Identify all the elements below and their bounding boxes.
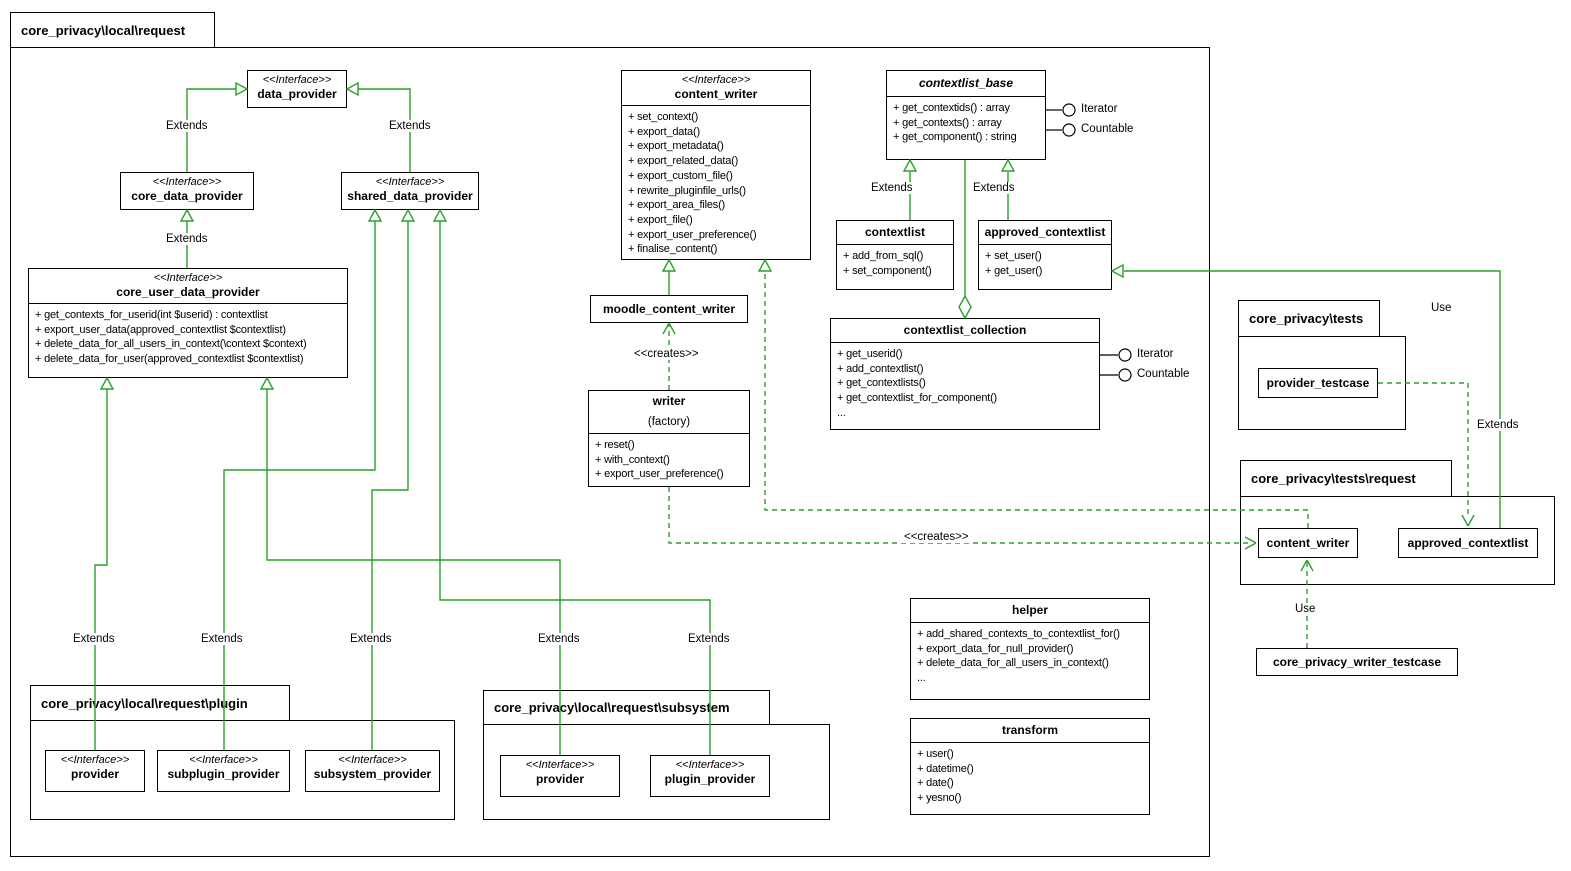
extends-label: Extends (970, 182, 1018, 194)
class-content-writer: <<Interface>> content_writer + set_conte… (621, 70, 811, 260)
class-name: plugin_provider (664, 772, 756, 786)
class-name: core_privacy_writer_testcase (1272, 654, 1442, 669)
extends-label: Extends (163, 233, 211, 245)
class-tests-content-writer: content_writer (1258, 528, 1358, 558)
package-subsystem-title: core_privacy\local\request\subsystem (483, 690, 770, 725)
extends-label: Extends (685, 633, 733, 645)
class-provider-testcase: provider_testcase (1258, 368, 1378, 398)
class-contextlist-collection: contextlist_collection + get_userid() + … (830, 318, 1100, 430)
creates-label: <<creates>> (901, 531, 972, 543)
extends-label: Extends (70, 633, 118, 645)
class-name: helper (1011, 603, 1048, 617)
class-moodle-content-writer: moodle_content_writer (590, 295, 748, 323)
class-name: data_provider (257, 87, 337, 101)
extends-label: Extends (1474, 419, 1522, 431)
class-name: transform (1001, 723, 1058, 737)
method-list: + add_shared_contexts_to_contextlist_for… (911, 622, 1149, 690)
class-name: writer (652, 394, 686, 408)
class-helper: helper + add_shared_contexts_to_contextl… (910, 598, 1150, 700)
package-root-title: core_privacy\local\request (10, 12, 215, 48)
method-list: + get_contextids() : array + get_context… (887, 96, 1045, 149)
package-tests-request-title-text: core_privacy\tests\request (1251, 471, 1416, 486)
method-list: + set_user() + get_user() (979, 244, 1111, 282)
stereotype-label: <<Interface>> (338, 754, 407, 766)
class-name: contextlist_collection (903, 323, 1027, 337)
iterator-interface-label: Iterator (1134, 348, 1177, 360)
class-name: content_writer (674, 87, 758, 101)
package-plugin-title-text: core_privacy\local\request\plugin (41, 695, 248, 711)
package-subsystem-title-text: core_privacy\local\request\subsystem (494, 700, 730, 715)
method-list: + add_from_sql() + set_component() (837, 244, 953, 282)
class-name: shared_data_provider (347, 189, 473, 203)
class-name: provider_testcase (1266, 375, 1370, 390)
class-name: contextlist_base (918, 76, 1014, 90)
class-core-privacy-writer-testcase: core_privacy_writer_testcase (1256, 648, 1458, 676)
class-core-data-provider: <<Interface>> core_data_provider (120, 172, 254, 210)
stereotype-label: <<Interface>> (262, 74, 332, 86)
class-contextlist-base: contextlist_base + get_contextids() : ar… (886, 70, 1046, 160)
creates-label: <<creates>> (631, 348, 702, 360)
method-list: + set_context() + export_data() + export… (622, 105, 810, 259)
stereotype-label: <<Interface>> (60, 754, 130, 766)
stereotype-label: <<Interface>> (375, 176, 445, 188)
class-name: moodle_content_writer (602, 301, 736, 316)
extends-label: Extends (163, 120, 211, 132)
package-tests-title-text: core_privacy\tests (1249, 311, 1364, 326)
class-subsystem-provider: <<Interface>> subsystem_provider (305, 750, 440, 792)
class-name: core_data_provider (131, 189, 243, 203)
stereotype-label: <<Interface>> (681, 74, 751, 86)
iterator-interface-label: Iterator (1078, 103, 1121, 115)
stereotype-label: <<Interface>> (525, 759, 595, 771)
stereotype-label: <<Interface>> (153, 272, 223, 284)
countable-interface-label: Countable (1078, 123, 1137, 135)
method-list: + get_contexts_for_userid(int $userid) :… (29, 303, 347, 371)
countable-interface-label: Countable (1134, 368, 1193, 380)
extends-label: Extends (386, 120, 434, 132)
class-name: approved_contextlist (984, 225, 1106, 239)
class-core-user-data-provider: <<Interface>> core_user_data_provider + … (28, 268, 348, 378)
class-name: subsystem_provider (313, 767, 432, 781)
stereotype-label: <<Interface>> (675, 759, 745, 771)
method-list: + reset() + with_context() + export_user… (589, 433, 749, 486)
class-subsystem-plugin-provider: <<Interface>> plugin_provider (650, 755, 770, 797)
extends-label: Extends (868, 182, 916, 194)
package-root-title-text: core_privacy\local\request (21, 22, 186, 38)
package-tests-request-title: core_privacy\tests\request (1240, 460, 1452, 497)
class-name: provider (70, 767, 119, 781)
class-subtitle: (factory) (647, 416, 691, 428)
class-writer: writer (factory) + reset() + with_contex… (588, 390, 750, 487)
package-plugin-title: core_privacy\local\request\plugin (30, 685, 290, 721)
class-data-provider: <<Interface>> data_provider (247, 70, 347, 108)
use-label: Use (1292, 603, 1319, 615)
stereotype-label: <<Interface>> (152, 176, 222, 188)
class-subsystem-provider-iface: <<Interface>> provider (500, 755, 620, 797)
package-tests-title: core_privacy\tests (1238, 300, 1380, 337)
class-name: approved_contextlist (1407, 535, 1529, 550)
class-name: provider (535, 772, 584, 786)
use-label: Use (1428, 302, 1455, 314)
class-contextlist: contextlist + add_from_sql() + set_compo… (836, 220, 954, 290)
class-name: contextlist (864, 225, 925, 239)
extends-label: Extends (347, 633, 395, 645)
class-approved-contextlist: approved_contextlist + set_user() + get_… (978, 220, 1112, 290)
extends-label: Extends (535, 633, 583, 645)
class-subplugin-provider: <<Interface>> subplugin_provider (157, 750, 290, 792)
class-plugin-provider: <<Interface>> provider (45, 750, 145, 792)
class-transform: transform + user() + datetime() + date()… (910, 718, 1150, 815)
class-tests-approved-contextlist: approved_contextlist (1398, 528, 1538, 558)
extends-label: Extends (198, 633, 246, 645)
class-name: content_writer (1266, 535, 1350, 550)
class-name: subplugin_provider (167, 767, 280, 781)
class-name: core_user_data_provider (116, 285, 260, 299)
class-shared-data-provider: <<Interface>> shared_data_provider (341, 172, 479, 210)
stereotype-label: <<Interface>> (189, 754, 258, 766)
method-list: + get_userid() + add_contextlist() + get… (831, 342, 1099, 425)
method-list: + user() + datetime() + date() + yesno() (911, 742, 1149, 810)
